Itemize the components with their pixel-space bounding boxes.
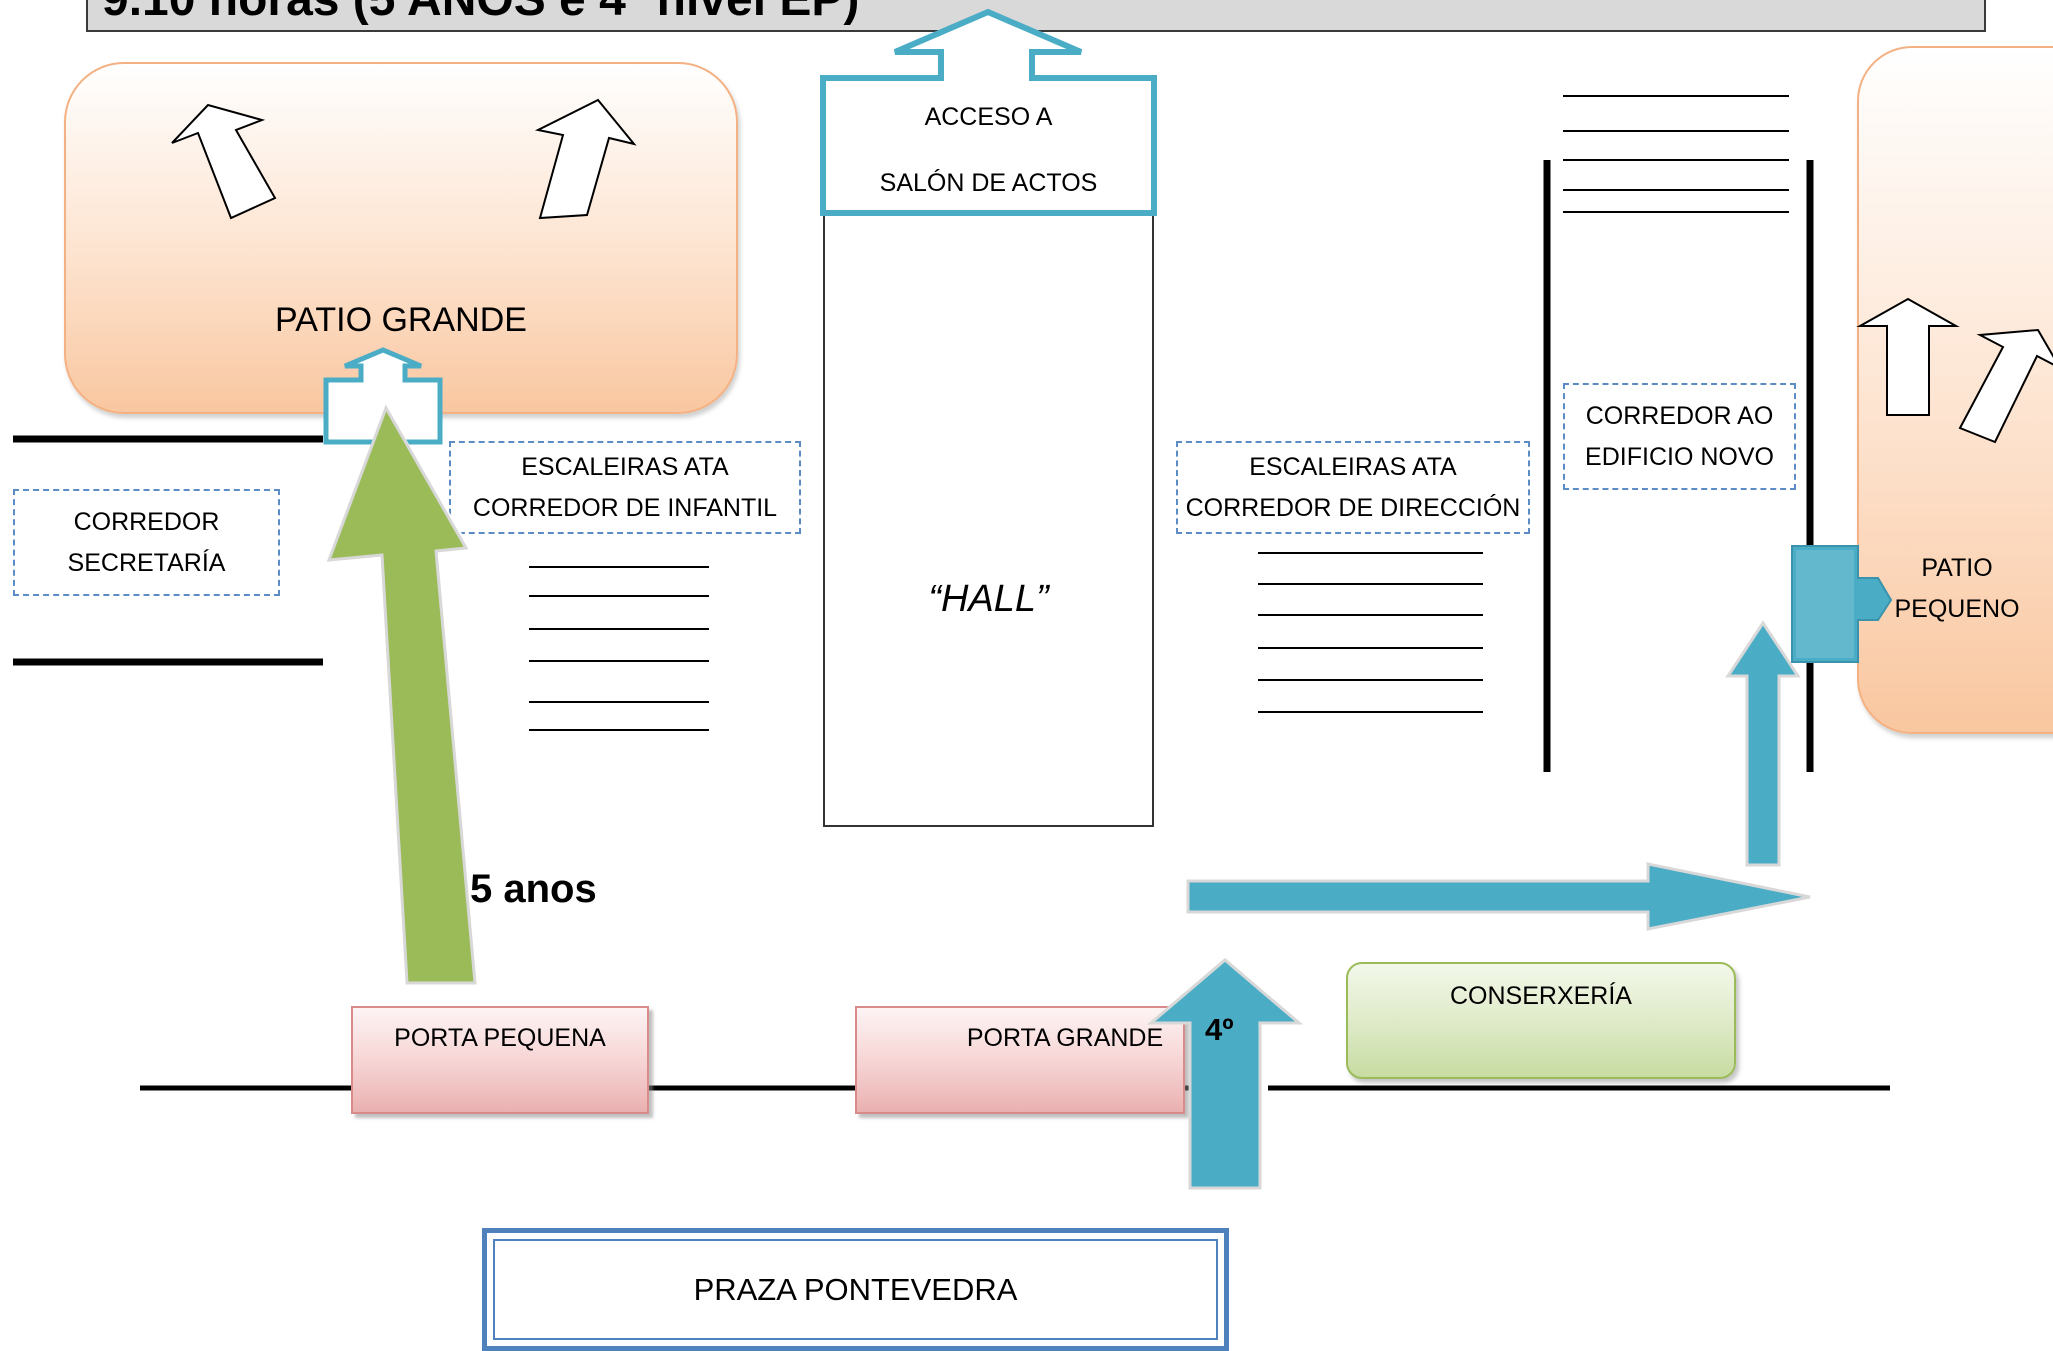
escaleiras-infantil-line-1: ESCALEIRAS ATA [521,452,729,481]
blue-arrow-shade [1796,550,1854,658]
route-4-label: 4º [1205,1012,1234,1047]
praza-inner-border: PRAZA PONTEVEDRA [493,1239,1218,1340]
escaleiras-infantil: ESCALEIRAS ATA CORREDOR DE INFANTIL [449,441,801,534]
hall-area [823,210,1154,827]
porta-pequena: PORTA PEQUENA [351,1006,649,1114]
escaleiras-direccion-line-2: CORREDOR DE DIRECCIÓN [1185,493,1521,522]
stairs-infantil [529,566,709,731]
escaleiras-direccion: ESCALEIRAS ATA CORREDOR DE DIRECCIÓN [1176,441,1530,534]
patio-pequeno-line-2: PEQUENO [1894,595,2020,623]
praza-label: PRAZA PONTEVEDRA [693,1271,1018,1307]
corredor-secretaria-line-2: SECRETARÍA [67,548,226,577]
conserxeria-label: CONSERXERÍA [1450,982,1632,1010]
stairs-edificio-novo [1563,95,1789,213]
acceso-line-1: ACCESO A [924,103,1053,131]
white-up-arrow-icon [1856,297,1960,416]
white-up-arrow-icon [171,103,277,220]
porta-grande-label: PORTA GRANDE [966,1024,1164,1052]
escaleiras-infantil-line-2: CORREDOR DE INFANTIL [472,493,778,522]
page-title: 9.10 horas (5 ANOS e 4º nivel EP) [102,0,859,27]
acceso-arrow-icon [820,8,1157,216]
patio-pequeno-line-1: PATIO [1921,554,1993,582]
acceso-label: ACCESO A SALÓN DE ACTOS [823,84,1154,216]
green-route-arrow-icon [326,404,477,985]
blue-route-arrow-icon [1186,862,1811,931]
hall-label: “HALL” [928,578,1049,620]
conserxeria: CONSERXERÍA [1346,962,1736,1079]
corredor-edificio-novo: CORREDOR AO EDIFICIO NOVO [1563,383,1796,490]
white-up-arrow-icon [534,98,637,220]
corredor-secretaria-line-1: CORREDOR [73,507,220,536]
white-up-arrow-icon [1958,328,2053,444]
praza-pontevedra: PRAZA PONTEVEDRA [482,1228,1229,1351]
patio-entrance-arrow-icon [323,347,443,445]
acceso-line-2: SALÓN DE ACTOS [879,169,1098,197]
corredor-edificio-line-2: EDIFICIO NOVO [1585,442,1774,471]
blue-route-arrow-icon [1146,958,1304,1190]
escaleiras-direccion-line-1: ESCALEIRAS ATA [1249,452,1457,481]
corredor-edificio-line-1: CORREDOR AO [1585,401,1774,430]
route-5-anos-label: 5 anos [470,867,597,911]
porta-grande: PORTA GRANDE [855,1006,1185,1114]
corredor-secretaria: CORREDOR SECRETARÍA [13,489,280,596]
blue-route-arrow-icon [1725,620,1801,867]
patio-grande-label: PATIO GRANDE [275,301,527,339]
porta-pequena-label: PORTA PEQUENA [394,1024,606,1052]
patio-pequeno-label: PATIO PEQUENO [1857,548,2053,630]
stairs-direccion [1258,552,1483,713]
